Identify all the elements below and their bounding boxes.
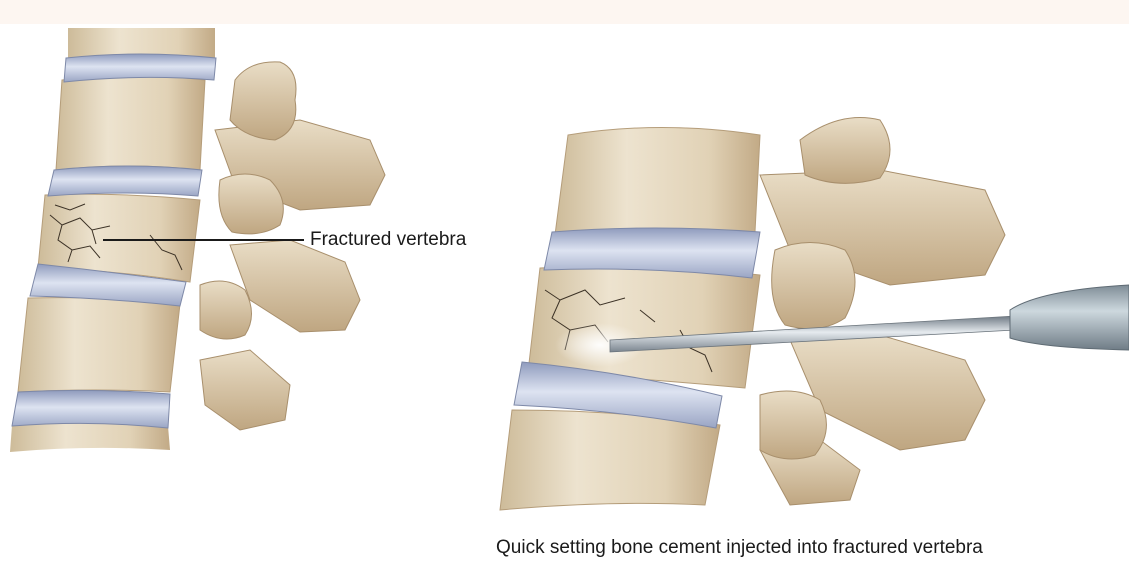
left-spinous-processes: [200, 120, 385, 430]
needle-handle: [1010, 285, 1129, 350]
caption: Quick setting bone cement injected into …: [496, 537, 983, 559]
fractured-vertebra-label: Fractured vertebra: [310, 229, 466, 251]
right-spine: [500, 118, 1129, 511]
right-vertebral-bodies: [500, 128, 760, 511]
